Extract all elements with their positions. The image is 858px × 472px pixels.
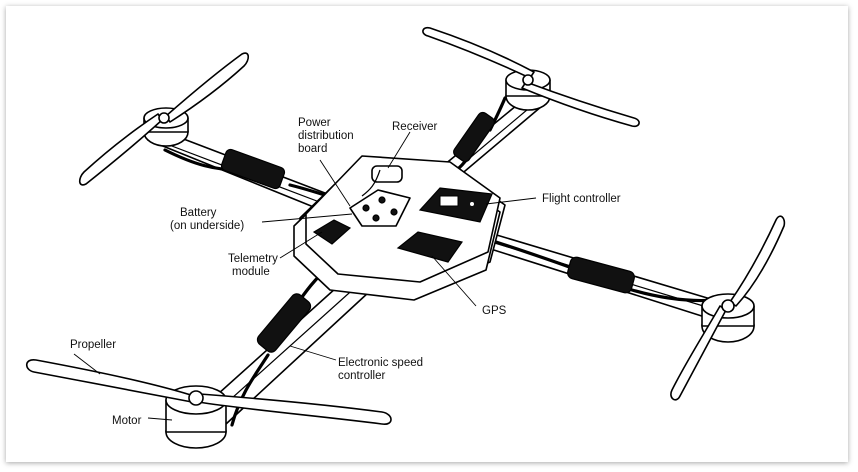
label-line: (on underside) [170,220,244,232]
battery-label: Battery (on underside) [170,207,244,232]
gps-module [396,231,464,263]
motor-label: Motor [112,415,142,427]
label-line: Power [298,117,331,129]
telemetry-module [312,219,352,245]
esc-back-right [453,111,495,163]
power-distribution-board [349,189,411,227]
esc-front-right [567,256,635,294]
receiver-module [361,165,403,197]
label-line: controller [338,370,385,382]
label-line: Electronic speed [338,357,423,369]
label-line: Telemetry [228,253,278,265]
label-line: board [298,143,327,155]
label-line: module [232,266,270,278]
esc-front-left [256,293,312,353]
propeller-front-right [670,215,786,401]
label-line: Battery [180,207,217,219]
telemetry-module-label: Telemetry module [228,253,281,278]
receiver-label: Receiver [392,121,438,133]
leader-lines [73,131,537,421]
flight-controller-label: Flight controller [542,193,621,205]
propeller-front-left [25,359,392,425]
flight-controller [418,187,493,223]
esc-back-left [220,148,286,190]
propeller-back-left [78,52,250,186]
electronic-speed-controller-label: Electronic speed controller [338,357,426,382]
label-line: distribution [298,130,354,142]
gps-label: GPS [482,305,507,317]
power-distribution-board-label: Power distribution board [298,117,357,155]
propeller-back-right [422,26,640,128]
propeller-label: Propeller [70,339,116,351]
